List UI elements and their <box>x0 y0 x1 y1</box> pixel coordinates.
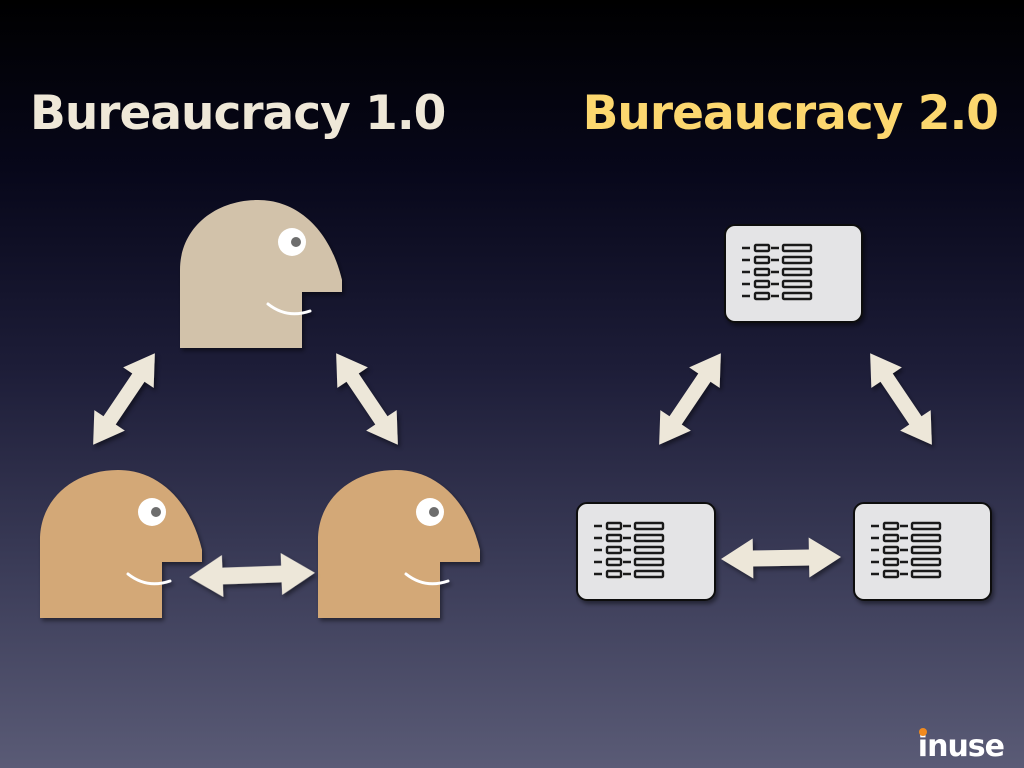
form-document-icon-top <box>724 224 863 323</box>
title-bureaucracy-2: Bureaucracy 2.0 <box>582 86 999 141</box>
logo-text: inuse <box>917 729 1005 764</box>
double-arrow-icon-right-1 <box>320 342 414 456</box>
double-arrow-icon-left-2 <box>643 342 737 456</box>
double-arrow-icon-left-1 <box>77 342 171 456</box>
head-icon-top <box>178 198 344 350</box>
double-arrow-icon-bottom-2 <box>720 536 842 580</box>
logo-dot-icon <box>918 728 927 736</box>
head-icon-bottom-left <box>38 468 204 620</box>
double-arrow-icon-bottom-1 <box>188 551 316 599</box>
head-icon-bottom-right <box>316 468 482 620</box>
double-arrow-icon-right-2 <box>854 342 948 456</box>
form-document-icon-bottom-left <box>576 502 716 601</box>
title-bureaucracy-1: Bureaucracy 1.0 <box>30 86 446 141</box>
inuse-logo: inuse <box>917 728 1005 764</box>
form-document-icon-bottom-right <box>853 502 992 601</box>
